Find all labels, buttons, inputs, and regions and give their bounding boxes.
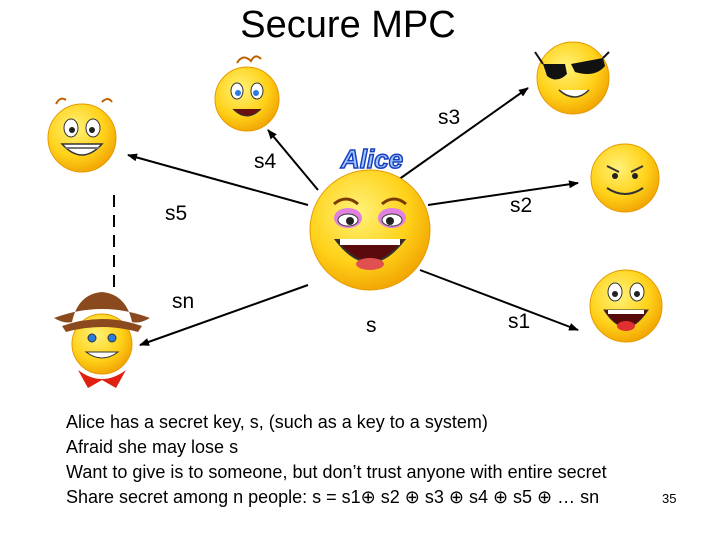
- label-s5: s5: [165, 202, 188, 225]
- arrow-s4: [267, 129, 319, 191]
- slide-title: Secure MPC: [240, 4, 456, 46]
- label-s1: s1: [508, 310, 531, 333]
- label-s4: s4: [254, 150, 277, 173]
- arrow-s3: [397, 87, 529, 181]
- bullet-item: Afraid she may lose s: [66, 437, 239, 457]
- svg-text:Alice: Alice: [340, 144, 403, 174]
- face-cowboy-icon: [54, 292, 150, 388]
- bullet-item: Want to give is to someone, but don’t tr…: [66, 462, 607, 482]
- arrow-s2: [427, 180, 579, 206]
- face-worried-icon: [214, 55, 280, 132]
- alice-badge: Alice: [339, 143, 404, 175]
- face-grin-icon: [590, 143, 660, 213]
- share-arrows: [127, 87, 579, 346]
- alice-face-icon: [309, 169, 431, 291]
- face-sunglasses-icon: [534, 41, 610, 115]
- page-number: 35: [662, 491, 677, 506]
- bullet-item: Alice has a secret key, s, (such as a ke…: [66, 412, 488, 432]
- face-laughing-icon: [589, 269, 663, 343]
- face-braces-icon: [47, 97, 117, 173]
- arrow-s5: [127, 153, 309, 206]
- arrow-s1: [419, 269, 579, 331]
- label-s2: s2: [510, 194, 533, 217]
- arrow-sn: [139, 284, 309, 346]
- label-s: s: [366, 314, 377, 337]
- label-s3: s3: [438, 106, 461, 129]
- bullet-list: Alice has a secret key, s, (such as a ke…: [66, 410, 607, 510]
- label-sn: sn: [172, 290, 195, 313]
- bullet-item: Share secret among n people: s = s1⊕ s2 …: [66, 487, 600, 507]
